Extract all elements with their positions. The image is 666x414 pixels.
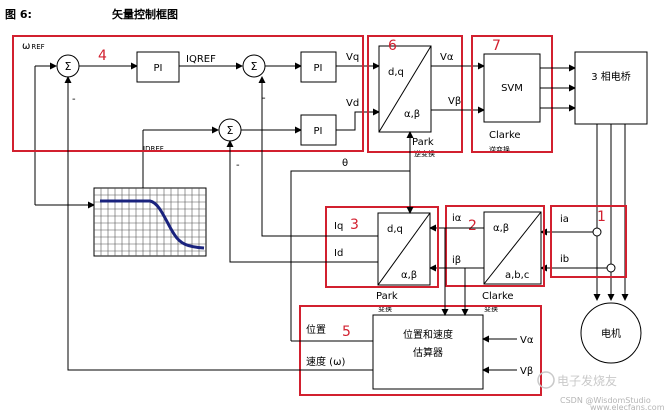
region-5-box — [299, 305, 542, 396]
vbeta-out-label: Vβ — [448, 96, 461, 107]
inverse-park-top: d,q — [388, 67, 404, 78]
figure-number: 图 6: — [5, 8, 32, 21]
clarke-caption-cn: 变换 — [484, 304, 498, 313]
wire-pi3-park-inv — [336, 108, 380, 131]
park-caption-cn: 变换 — [378, 304, 392, 313]
estimator-block — [372, 314, 484, 390]
park-diagonal — [377, 212, 431, 286]
wire-id-feedback — [226, 140, 378, 263]
speed-pi-label: PI — [154, 63, 163, 74]
vbeta-in-label: Vβ — [520, 366, 533, 377]
park-bottom: α,β — [401, 270, 417, 281]
region-4-box — [12, 35, 364, 152]
park-top: d,q — [387, 224, 403, 235]
inverse-park-caption: Park — [412, 137, 434, 148]
svm-label: SVM — [501, 83, 523, 94]
iq-pi-block — [300, 51, 337, 83]
figure-title: 矢量控制框图 — [112, 7, 178, 21]
id-label: Id — [334, 248, 343, 259]
motor — [580, 302, 642, 364]
watermark-brand: 电子发烧友 — [557, 373, 617, 388]
iq-pi-label: PI — [314, 63, 323, 74]
watermark-url: www.elecfans.com — [590, 403, 665, 412]
theta-label: θ — [342, 158, 348, 169]
iq-label: Iq — [334, 221, 343, 232]
speed-sum-symbol: Σ — [65, 60, 72, 73]
iq-sum-minus: - — [262, 93, 266, 104]
vd-label: Vd — [346, 98, 359, 109]
region-7-box — [471, 35, 553, 153]
region-6-number: 6 — [388, 38, 397, 54]
ib-label: ib — [560, 254, 569, 265]
region-2-number: 2 — [468, 218, 477, 234]
region-3-box — [325, 206, 439, 288]
region-3-number: 3 — [350, 217, 359, 233]
id-pi-label: PI — [314, 126, 323, 137]
region-1-number: 1 — [597, 209, 606, 225]
valpha-in-label: Vα — [520, 335, 534, 346]
region-4-number: 4 — [98, 48, 107, 64]
wire-speed-feedback — [64, 76, 373, 371]
region-5-number: 5 — [342, 324, 351, 340]
watermark: 电子发烧友 CSDN @WisdomStudio www.elecfans.co… — [537, 371, 665, 412]
region-6-box — [367, 35, 463, 153]
valpha-out-label: Vα — [440, 52, 454, 63]
current-sensor-a — [592, 227, 602, 237]
park-caption: Park — [376, 291, 398, 302]
estimator-line1: 位置和速度 — [403, 328, 453, 341]
inverse-clarke-caption: Clarke — [489, 130, 521, 141]
vq-label: Vq — [346, 52, 359, 63]
speed-pi-block — [136, 51, 180, 83]
omega-ref-label: ωREF — [22, 41, 45, 52]
clarke-bottom: a,b,c — [505, 270, 529, 281]
three-phase-bridge — [574, 51, 648, 125]
ia-label: ia — [560, 214, 569, 225]
iqref-label: IQREF — [186, 54, 216, 65]
clarke-diagonal — [483, 211, 542, 285]
field-weakening-curve — [93, 187, 207, 257]
speed-sum-minus: - — [72, 94, 76, 105]
inverse-park-caption-cn: 逆变换 — [414, 149, 435, 158]
id-pi-block — [300, 114, 337, 146]
wire-theta — [290, 170, 410, 341]
motor-label: 电机 — [601, 327, 621, 340]
idref-label: IDREF — [143, 145, 164, 153]
inverse-clarke-caption-cn: 逆变换 — [489, 145, 510, 154]
clarke-top: α,β — [493, 223, 509, 234]
speed-label: 速度 (ω) — [306, 355, 345, 368]
region-2-box — [445, 205, 545, 287]
current-sensor-b — [606, 263, 616, 273]
inverse-park-bottom: α,β — [404, 109, 420, 120]
watermark-logo-icon — [537, 371, 555, 389]
estimator-line2: 估算器 — [413, 346, 443, 359]
clarke-caption: Clarke — [482, 291, 514, 302]
region-1-box — [550, 205, 627, 278]
inverse-park-diagonal — [378, 45, 432, 133]
iq-sum-symbol: Σ — [251, 60, 258, 73]
wire-iq-feedback — [258, 76, 378, 237]
ibeta-label: iβ — [452, 255, 461, 266]
id-sum-symbol: Σ — [227, 124, 234, 137]
position-label: 位置 — [306, 323, 326, 336]
ialpha-label: iα — [452, 213, 462, 224]
three-phase-bridge-label: 3 相电桥 — [591, 70, 631, 83]
watermark-site: CSDN @WisdomStudio — [560, 396, 651, 405]
id-sum-minus: - — [236, 160, 240, 171]
region-7-number: 7 — [492, 38, 501, 54]
